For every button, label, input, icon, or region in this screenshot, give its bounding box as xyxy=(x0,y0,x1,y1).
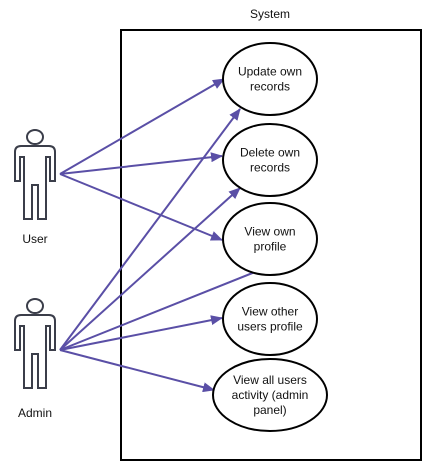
use-case-label-line: activity (admin xyxy=(232,388,309,402)
use-case-ellipse xyxy=(222,282,318,356)
use-case-label-line: records xyxy=(250,80,290,94)
use-case-ellipse xyxy=(222,202,318,276)
use-case-label-line: View other xyxy=(242,305,298,319)
actor-head xyxy=(26,298,44,314)
system-label: System xyxy=(250,7,290,21)
system-boundary xyxy=(120,29,422,461)
association-admin-uc2 xyxy=(59,187,241,351)
use-case-label-line: records xyxy=(250,161,290,175)
associations xyxy=(59,78,271,393)
use-case-ellipse xyxy=(222,42,318,116)
association-admin-uc3 xyxy=(59,265,271,351)
actor-head xyxy=(26,129,44,145)
use-case-ellipse xyxy=(222,123,318,197)
association-admin-uc5 xyxy=(59,349,215,393)
association-user-uc3 xyxy=(59,173,223,241)
use-case-label-line: users profile xyxy=(237,320,303,334)
actor-label: User xyxy=(22,232,47,246)
actor-body xyxy=(14,145,56,220)
use-case-label-line: panel) xyxy=(253,403,286,417)
use-case-ellipse xyxy=(212,358,328,432)
actor-user: User xyxy=(14,129,56,246)
association-admin-uc1 xyxy=(59,108,241,351)
association-user-uc2 xyxy=(59,152,223,175)
association-admin-uc4 xyxy=(59,315,223,351)
use-case-label-line: Update own xyxy=(238,65,302,79)
actor-admin: Admin xyxy=(14,298,56,420)
association-user-uc1 xyxy=(59,78,225,175)
use-case-label-line: profile xyxy=(254,240,287,254)
actor-label: Admin xyxy=(18,406,52,420)
use-case-label-line: View all users xyxy=(233,373,307,387)
actor-body xyxy=(14,314,56,389)
use-case-label-line: Delete own xyxy=(240,146,300,160)
use-case-label-line: View own xyxy=(244,225,295,239)
